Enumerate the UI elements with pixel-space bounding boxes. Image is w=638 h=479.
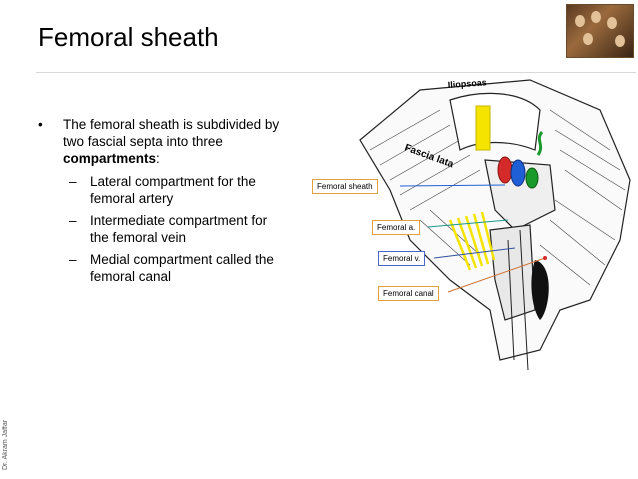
femoral-vein-label: Femoral v. bbox=[378, 251, 426, 266]
anatomy-drawing: Iliopsoas Fascia lata bbox=[359, 77, 631, 371]
title-divider bbox=[36, 72, 636, 73]
femoral-sheath-illustration: Iliopsoas Fascia lata Femoral sheath Fem… bbox=[300, 70, 638, 371]
bullet-text-start: The femoral sheath is subdivided by two … bbox=[63, 117, 280, 149]
sub-bullet-medial: – Medial compartment called the femoral … bbox=[38, 251, 288, 285]
sub-marker: – bbox=[69, 174, 77, 189]
sub-bullet-text: Medial compartment called the femoral ca… bbox=[90, 252, 274, 284]
sub-bullet-text: Lateral compartment for the femoral arte… bbox=[90, 174, 256, 206]
sub-marker: – bbox=[69, 213, 77, 228]
slide-title: Femoral sheath bbox=[38, 22, 219, 52]
femoral-sheath-label: Femoral sheath bbox=[312, 179, 378, 194]
sub-marker: – bbox=[69, 252, 77, 267]
bullet-marker: • bbox=[38, 117, 43, 132]
artery-lumen bbox=[497, 156, 513, 184]
bullet-text-bold: compartments bbox=[63, 151, 157, 166]
sub-bullet-text: Intermediate compartment for the femoral… bbox=[90, 213, 268, 245]
iliopsoas-label: Iliopsoas bbox=[447, 77, 487, 90]
canal-lumen bbox=[525, 167, 539, 189]
sub-bullet-lateral: – Lateral compartment for the femoral ar… bbox=[38, 173, 288, 207]
muscle-highlight bbox=[475, 105, 491, 151]
author-credit: Dr. Akram Jaffar bbox=[2, 419, 9, 470]
femoral-artery-label: Femoral a. bbox=[372, 220, 421, 235]
bullet-text-end: : bbox=[156, 151, 160, 166]
femoral-canal-label: Femoral canal bbox=[378, 286, 439, 301]
slide-body: • The femoral sheath is subdivided by tw… bbox=[38, 116, 288, 290]
main-bullet: • The femoral sheath is subdivided by tw… bbox=[38, 116, 288, 167]
sub-bullet-intermediate: – Intermediate compartment for the femor… bbox=[38, 212, 288, 246]
painting-thumbnail bbox=[566, 4, 634, 58]
vein-lumen bbox=[510, 159, 526, 187]
